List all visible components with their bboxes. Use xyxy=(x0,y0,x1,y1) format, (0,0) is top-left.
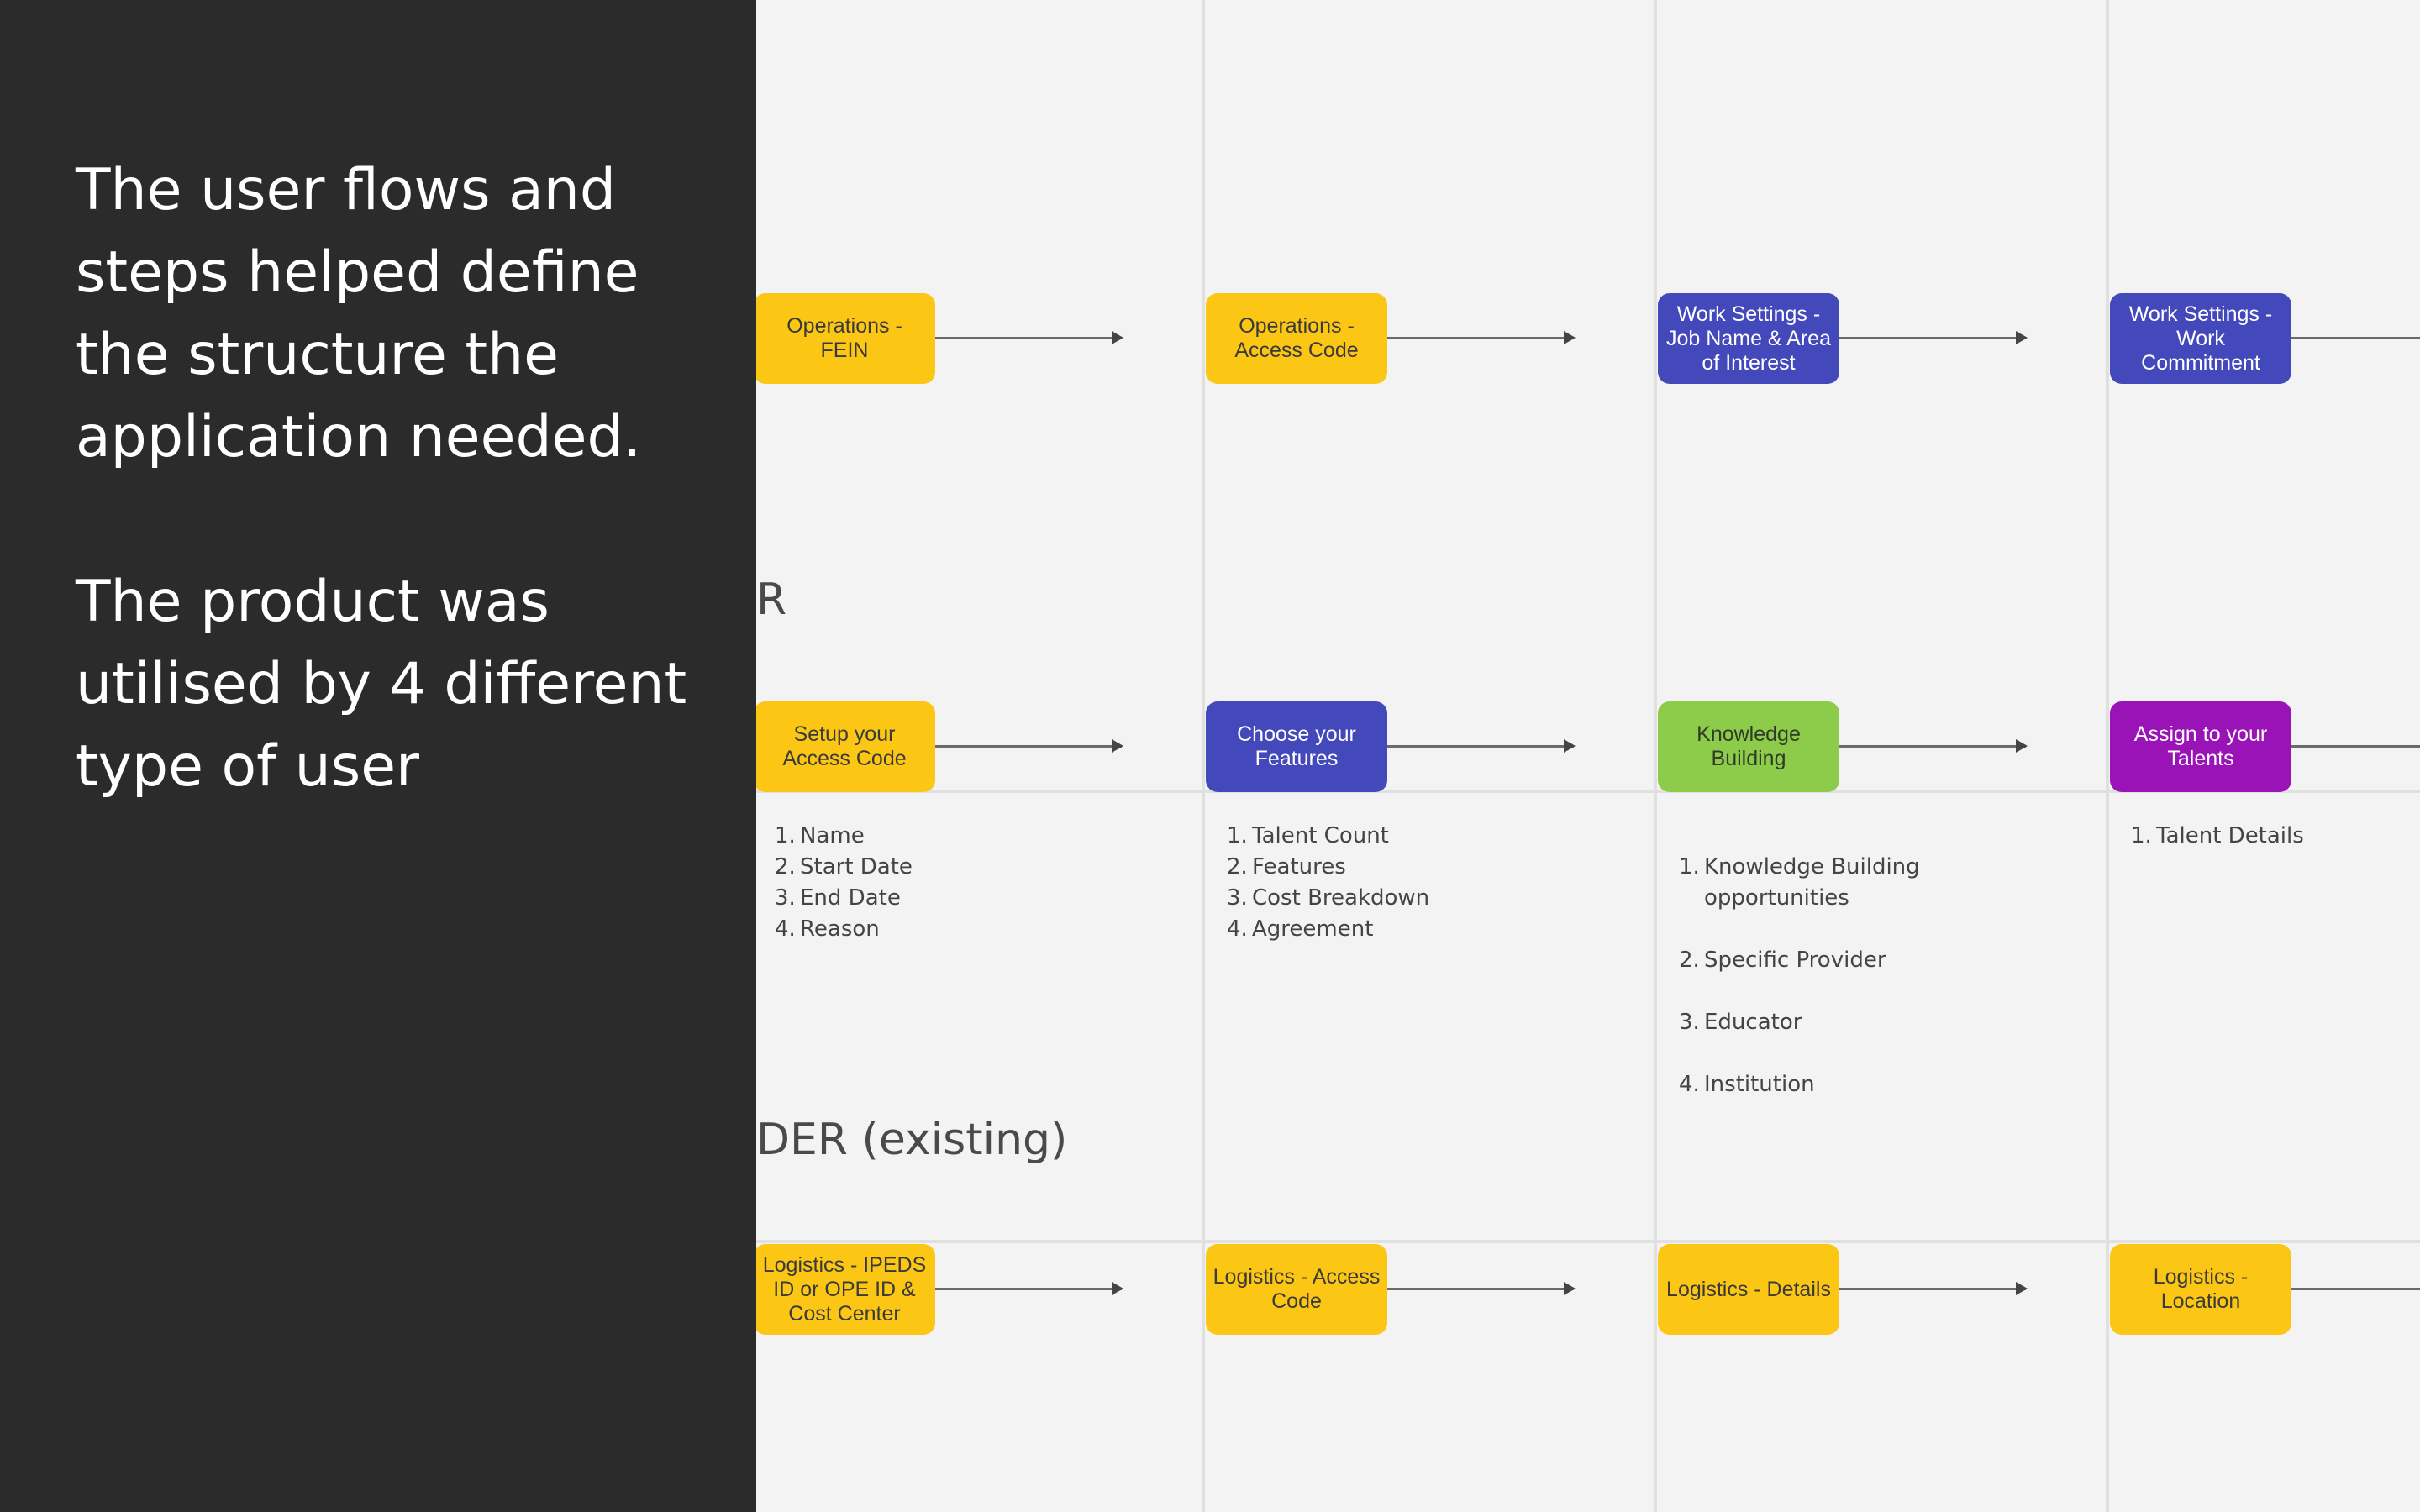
flow-arrow xyxy=(1387,331,1576,344)
column-divider xyxy=(1654,0,1657,1512)
list-item: 3.Cost Breakdown xyxy=(1227,885,1430,911)
flow-arrow xyxy=(1839,331,2028,344)
flow-arrow xyxy=(1387,739,1576,753)
column-divider xyxy=(2106,0,2109,1512)
flow-arrow xyxy=(2291,745,2420,748)
intro-paragraph: The user flows and steps helped define t… xyxy=(76,157,642,470)
list-item: 4.Institution xyxy=(1679,1072,1815,1097)
list-item: 1.Talent Details xyxy=(2131,823,2304,848)
node-operations-access-code[interactable]: Operations - Access Code xyxy=(1206,293,1387,384)
flow-arrow xyxy=(935,1282,1123,1295)
lane-title: R xyxy=(756,575,787,625)
user-types-paragraph: The product was utilised by 4 different … xyxy=(76,569,687,800)
steps-assign-talents: 1.Talent Details xyxy=(2131,821,2304,852)
list-item: 3.End Date xyxy=(775,885,901,911)
list-item: 2.Start Date xyxy=(775,854,913,879)
steps-knowledge-building: 1.Knowledge Building opportunities 2.Spe… xyxy=(1679,821,1920,1131)
text-panel: The user flows and steps helped define t… xyxy=(0,0,756,1512)
flow-arrow xyxy=(1839,1282,2028,1295)
list-item: 1.Talent Count xyxy=(1227,823,1389,848)
list-item: 4.Reason xyxy=(775,916,880,942)
flow-diagram-canvas[interactable]: Operations - FEIN Operations - Access Co… xyxy=(756,0,2420,1512)
list-item: 2.Features xyxy=(1227,854,1346,879)
list-item: 3.Educator xyxy=(1679,1010,1802,1035)
list-item: 4.Agreement xyxy=(1227,916,1374,942)
lane-divider xyxy=(756,790,2420,793)
node-logistics-ipeds[interactable]: Logistics - IPEDS ID or OPE ID & Cost Ce… xyxy=(756,1244,935,1335)
node-logistics-access-code[interactable]: Logistics - Access Code xyxy=(1206,1244,1387,1335)
node-logistics-details[interactable]: Logistics - Details xyxy=(1658,1244,1839,1335)
steps-setup-access-code: 1.Name 2.Start Date 3.End Date 4.Reason xyxy=(775,821,913,945)
column-divider xyxy=(1202,0,1205,1512)
lane-title: DER (existing) xyxy=(756,1115,1068,1165)
lane-divider xyxy=(756,1240,2420,1243)
list-item: 1.Name xyxy=(775,823,865,848)
node-assign-talents[interactable]: Assign to your Talents xyxy=(2110,701,2291,792)
node-operations-fein[interactable]: Operations - FEIN xyxy=(756,293,935,384)
flow-arrow xyxy=(935,739,1123,753)
node-setup-access-code[interactable]: Setup your Access Code xyxy=(756,701,935,792)
steps-choose-features: 1.Talent Count 2.Features 3.Cost Breakdo… xyxy=(1227,821,1429,945)
node-knowledge-building[interactable]: Knowledge Building xyxy=(1658,701,1839,792)
list-item: 1.Knowledge Building opportunities xyxy=(1679,854,1920,911)
node-work-settings-commitment[interactable]: Work Settings - Work Commitment xyxy=(2110,293,2291,384)
list-item: 2.Specific Provider xyxy=(1679,948,1886,973)
node-logistics-location[interactable]: Logistics - Location xyxy=(2110,1244,2291,1335)
flow-arrow xyxy=(2291,337,2420,339)
flow-arrow xyxy=(1387,1282,1576,1295)
node-choose-features[interactable]: Choose your Features xyxy=(1206,701,1387,792)
flow-arrow xyxy=(935,331,1123,344)
flow-arrow xyxy=(1839,739,2028,753)
node-work-settings-job-name[interactable]: Work Settings - Job Name & Area of Inter… xyxy=(1658,293,1839,384)
flow-arrow xyxy=(2291,1288,2420,1290)
